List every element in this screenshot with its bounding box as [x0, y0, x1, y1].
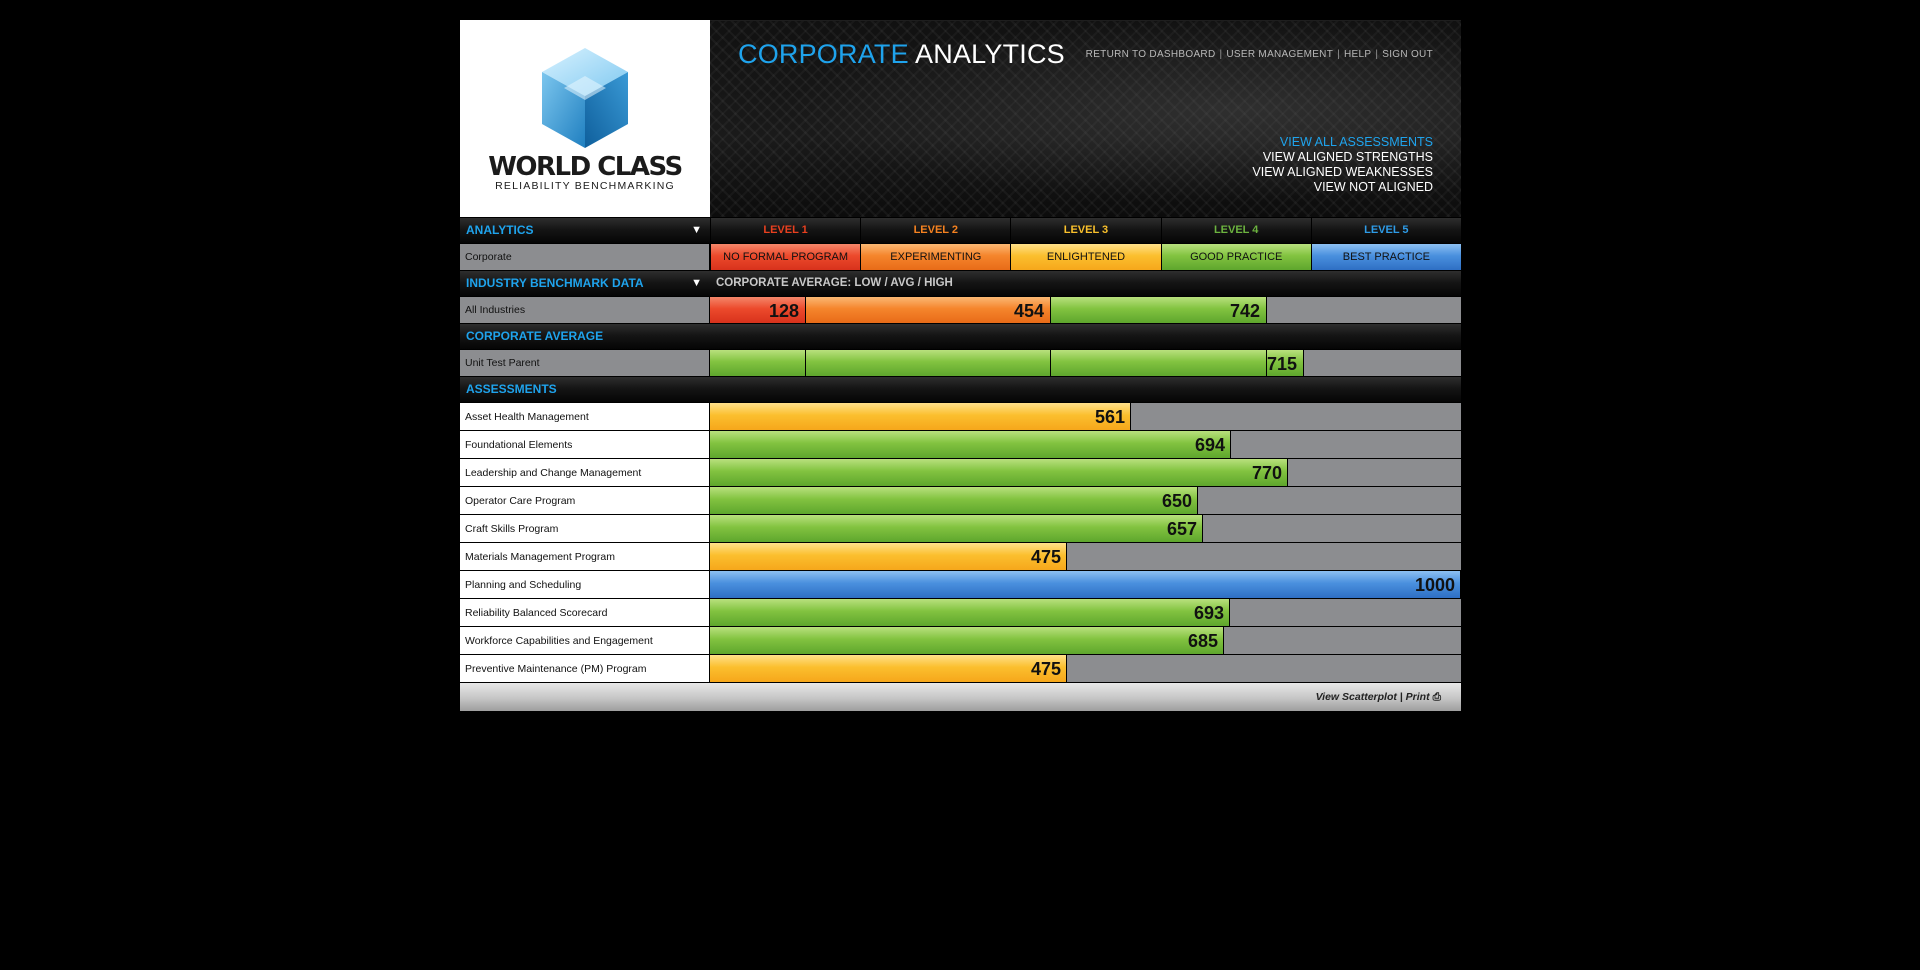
printer-icon[interactable]: ⎙	[1432, 691, 1441, 703]
nav-return-to-dashboard[interactable]: RETURN TO DASHBOARD	[1085, 49, 1216, 60]
view-scatterplot-link[interactable]: View Scatterplot	[1315, 691, 1397, 703]
assessment-name[interactable]: Reliability Balanced Scorecard	[460, 599, 710, 626]
level-1-header: LEVEL 1	[710, 218, 860, 243]
view-links: VIEW ALL ASSESSMENTS VIEW ALIGNED STRENG…	[1252, 135, 1433, 195]
nav-user-management[interactable]: USER MANAGEMENT	[1226, 49, 1334, 60]
level-names: NO FORMAL PROGRAM EXPERIMENTING ENLIGHTE…	[710, 244, 1462, 270]
triangle-down-icon[interactable]: ▼	[691, 224, 702, 236]
assessments-label: ASSESSMENTS	[466, 382, 557, 396]
footer-separator: |	[1399, 691, 1403, 703]
assessment-name[interactable]: Materials Management Program	[460, 543, 710, 570]
analytics-dropdown[interactable]: ANALYTICS ▼	[460, 218, 710, 243]
assessment-name[interactable]: Operator Care Program	[460, 487, 710, 514]
analytics-label: ANALYTICS	[466, 223, 534, 237]
assessment-name[interactable]: Workforce Capabilities and Engagement	[460, 627, 710, 654]
page-title-part2: ANALYTICS	[915, 39, 1065, 69]
assessment-name[interactable]: Foundational Elements	[460, 431, 710, 458]
page-title: CORPORATE ANALYTICS	[738, 39, 1065, 70]
unit-test-parent-label: Unit Test Parent	[460, 350, 710, 376]
view-aligned-weaknesses-link[interactable]: VIEW ALIGNED WEAKNESSES	[1252, 165, 1433, 179]
industry-benchmark-header: INDUSTRY BENCHMARK DATA ▼ CORPORATE AVERA…	[460, 270, 1461, 296]
assessment-score-bar: 561	[710, 403, 1131, 430]
corporate-levels-row: Corporate NO FORMAL PROGRAM EXPERIMENTIN…	[460, 243, 1462, 270]
cube-logo-icon	[542, 48, 628, 148]
assessment-score-bar: 694	[710, 431, 1231, 458]
print-link[interactable]: Print	[1405, 691, 1430, 703]
assessment-name[interactable]: Preventive Maintenance (PM) Program	[460, 655, 710, 682]
corporate-average-segment-high	[1051, 350, 1267, 376]
assessment-score-bar: 475	[710, 543, 1067, 570]
corporate-average-header: CORPORATE AVERAGE	[460, 323, 1461, 349]
industry-benchmark-dropdown[interactable]: INDUSTRY BENCHMARK DATA ▼	[460, 271, 710, 296]
corporate-average-bar: 715	[710, 350, 1461, 376]
banner: CORPORATE ANALYTICS RETURN TO DASHBOARD|…	[710, 20, 1461, 217]
corporate-average-label: CORPORATE AVERAGE	[466, 329, 604, 343]
corporate-average-segment-low	[710, 350, 806, 376]
assessment-score-bar: 685	[710, 627, 1224, 654]
level-2-name: EXPERIMENTING	[860, 244, 1011, 270]
assessment-name[interactable]: Planning and Scheduling	[460, 571, 710, 598]
logo-title: WORLD CLASS	[488, 152, 683, 182]
industry-benchmark-bar: 128 454 742	[710, 297, 1461, 323]
view-aligned-strengths-link[interactable]: VIEW ALIGNED STRENGTHS	[1262, 150, 1433, 164]
level-1-name: NO FORMAL PROGRAM	[710, 244, 861, 270]
nav-help[interactable]: HELP	[1344, 49, 1372, 60]
level-headers: LEVEL 1 LEVEL 2 LEVEL 3 LEVEL 4 LEVEL 5	[710, 218, 1461, 243]
assessment-name[interactable]: Asset Health Management	[460, 403, 710, 430]
top-nav: RETURN TO DASHBOARD|USER MANAGEMENT|HELP…	[1085, 49, 1433, 60]
footer: View Scatterplot | Print⎙	[460, 682, 1461, 711]
logo-subtitle: RELIABILITY BENCHMARKING	[495, 180, 675, 192]
assessment-score-bar: 770	[710, 459, 1288, 486]
page-title-part1: CORPORATE	[738, 39, 909, 69]
level-3-name: ENLIGHTENED	[1010, 244, 1161, 270]
corporate-average-value: 715	[1267, 350, 1305, 376]
assessment-score-bar: 1000	[710, 571, 1461, 598]
assessment-score-bar: 650	[710, 487, 1198, 514]
assessment-score-bar: 475	[710, 655, 1067, 682]
assessment-score-bar: 657	[710, 515, 1203, 542]
corporate-average-segment-avg	[806, 350, 1051, 376]
level-3-header: LEVEL 3	[1010, 218, 1160, 243]
level-4-header: LEVEL 4	[1160, 218, 1311, 243]
corporate-row-label: Corporate	[460, 244, 710, 270]
level-4-name: GOOD PRACTICE	[1160, 244, 1311, 270]
all-industries-label: All Industries	[460, 297, 710, 323]
all-industries-row: All Industries 128 454 742	[460, 296, 1461, 323]
logo: WORLD CLASS RELIABILITY BENCHMARKING	[460, 20, 710, 217]
header: WORLD CLASS RELIABILITY BENCHMARKING COR…	[460, 20, 1461, 217]
nav-sign-out[interactable]: SIGN OUT	[1382, 49, 1433, 60]
level-5-header: LEVEL 5	[1310, 218, 1461, 243]
assessment-name[interactable]: Craft Skills Program	[460, 515, 710, 542]
assessment-score-bar: 693	[710, 599, 1230, 626]
app-container: WORLD CLASS RELIABILITY BENCHMARKING COR…	[460, 20, 1462, 711]
unit-test-parent-row: Unit Test Parent 715	[460, 349, 1461, 376]
assessment-name[interactable]: Leadership and Change Management	[460, 459, 710, 486]
benchmark-low-segment: 128	[710, 297, 806, 323]
level-2-header: LEVEL 2	[860, 218, 1010, 243]
benchmark-avg-segment: 454	[806, 297, 1051, 323]
benchmark-high-segment: 742	[1051, 297, 1267, 323]
industry-benchmark-subtitle: CORPORATE AVERAGE: LOW / AVG / HIGH	[716, 277, 953, 289]
level-5-name: BEST PRACTICE	[1310, 244, 1462, 270]
industry-benchmark-label: INDUSTRY BENCHMARK DATA	[466, 276, 644, 290]
view-not-aligned-link[interactable]: VIEW NOT ALIGNED	[1313, 180, 1433, 194]
triangle-down-icon[interactable]: ▼	[691, 277, 702, 289]
analytics-header-row: ANALYTICS ▼ LEVEL 1 LEVEL 2 LEVEL 3 LEVEL…	[460, 217, 1461, 243]
view-all-assessments-link[interactable]: VIEW ALL ASSESSMENTS	[1279, 135, 1433, 149]
assessments-header: ASSESSMENTS	[460, 376, 1461, 402]
